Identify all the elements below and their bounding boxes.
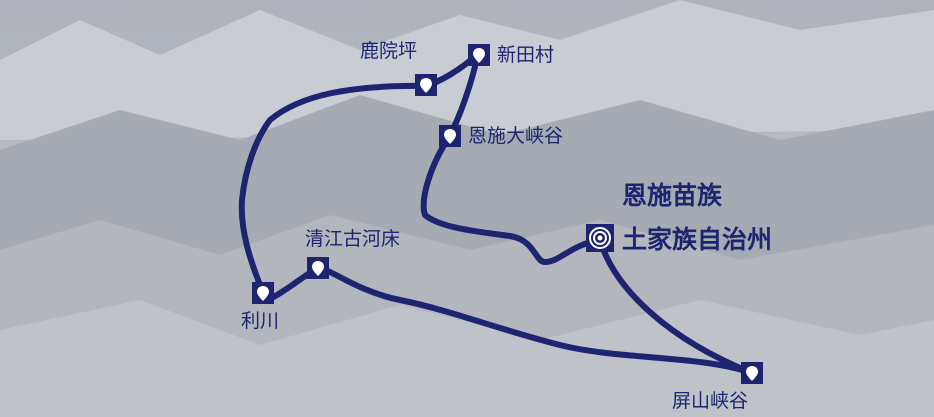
enshi-canyon-label: 恩施大峡谷: [468, 125, 564, 147]
xintiancun-pin[interactable]: [468, 44, 490, 66]
lichuan-pin[interactable]: [252, 282, 274, 304]
xintiancun-label: 新田村: [497, 44, 555, 66]
luyuanping-label: 鹿院坪: [360, 40, 418, 62]
map-pin-icon: [746, 366, 758, 381]
enshi-city-label-line2: 土家族自治州: [622, 225, 773, 254]
map-pin-icon: [257, 286, 269, 301]
qingjiang-pin[interactable]: [307, 257, 329, 279]
route-path: [238, 51, 755, 376]
qingjiang-label: 清江古河床: [305, 228, 401, 250]
enshi-canyon-pin[interactable]: [439, 125, 461, 147]
map-pin-icon: [420, 78, 432, 93]
map-pin-icon: [312, 261, 324, 276]
luyuanping-pin[interactable]: [415, 74, 437, 96]
pingshan-pin[interactable]: [741, 362, 763, 384]
enshi-city-marker[interactable]: [586, 224, 614, 252]
map-pin-icon: [444, 129, 456, 144]
map-pin-icon: [473, 48, 485, 63]
enshi-city-label-line1: 恩施苗族: [622, 181, 723, 210]
pingshan-label: 屏山峡谷: [672, 390, 749, 412]
lichuan-label: 利川: [241, 310, 280, 332]
target-icon: [589, 227, 611, 249]
